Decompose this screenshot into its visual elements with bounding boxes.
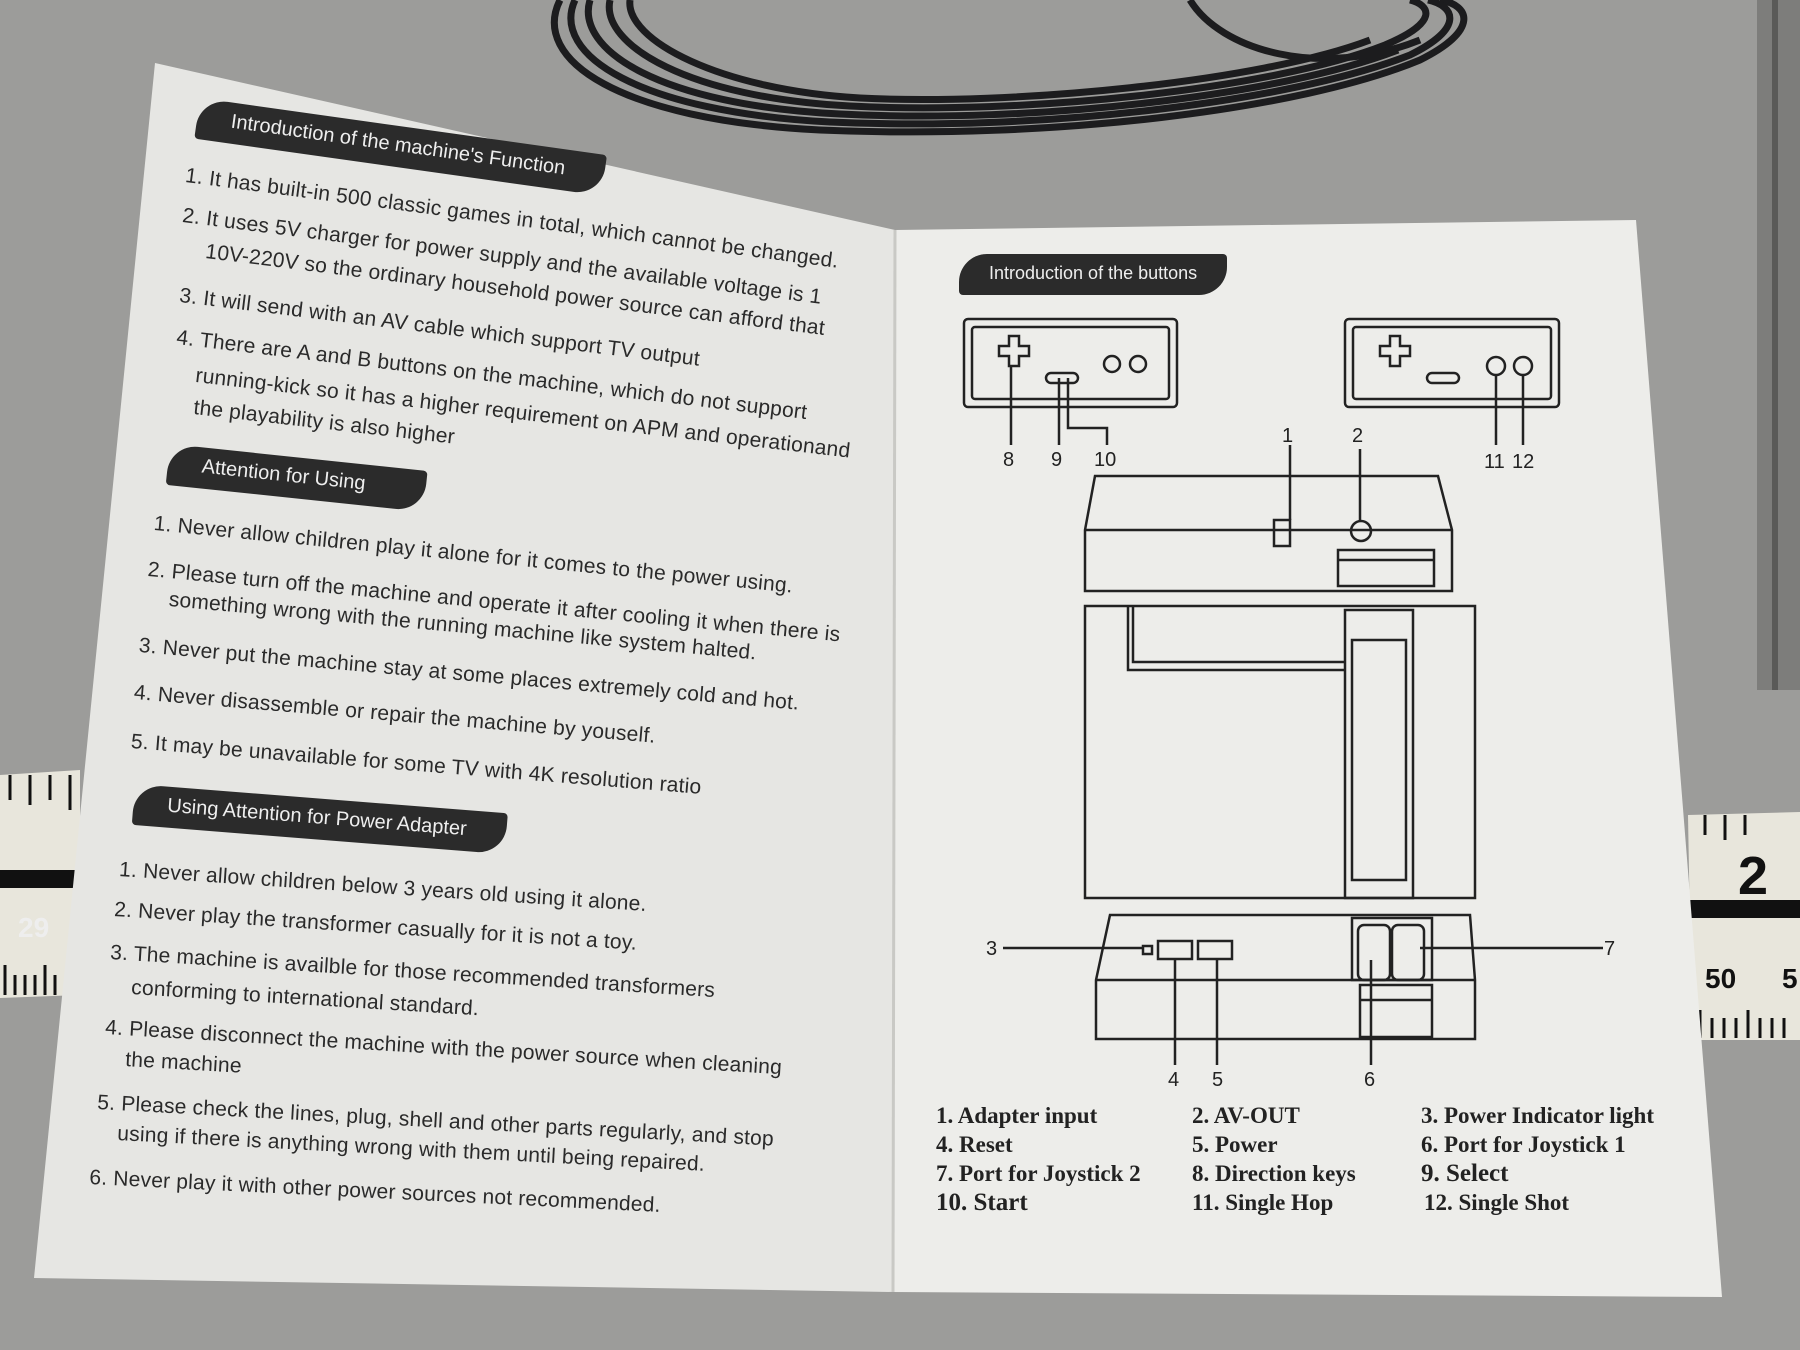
callout-11: 11 — [1484, 451, 1505, 473]
right-ruler — [1688, 812, 1800, 1040]
legend-item: 12. Single Shot — [1424, 1190, 1570, 1215]
console-box-edge — [1757, 0, 1800, 690]
ruler-mark: 2 — [1738, 846, 1769, 906]
callout-5: 5 — [1212, 1069, 1223, 1091]
callout-9: 9 — [1051, 449, 1062, 471]
callout-10: 10 — [1094, 449, 1116, 471]
callout-8: 8 — [1003, 449, 1014, 471]
callout-3: 3 — [986, 938, 997, 960]
legend-item: 1. Adapter input — [936, 1103, 1098, 1128]
callout-1: 1 — [1282, 425, 1293, 447]
legend-item: 8. Direction keys — [1192, 1161, 1356, 1186]
legend-item: 6. Port for Joystick 1 — [1421, 1132, 1626, 1157]
callout-4: 4 — [1168, 1069, 1179, 1091]
controller-diagram-2 — [1343, 317, 1561, 445]
left-ruler — [0, 770, 80, 998]
section-header-buttons: Introduction of the buttons — [959, 254, 1228, 295]
legend-item: 2. AV-OUT — [1192, 1103, 1300, 1128]
callout-labels: 1 2 3 4 5 6 7 8 9 10 11 12 — [986, 425, 1615, 1091]
callout-2: 2 — [1352, 425, 1363, 447]
callout-12: 12 — [1512, 451, 1534, 473]
legend-item: 5. Power — [1192, 1132, 1278, 1157]
av-cable — [551, 0, 1468, 136]
console-front-view — [1003, 913, 1603, 1065]
ruler-mark: 50 — [1705, 963, 1737, 994]
right-page — [893, 220, 1722, 1297]
left-page — [34, 63, 895, 1292]
legend-item: 9. Select — [1421, 1160, 1509, 1187]
legend-item: 4. Reset — [936, 1132, 1013, 1157]
legend-item: 10. Start — [936, 1189, 1028, 1216]
ruler-mark: 29 — [18, 912, 50, 943]
ruler-mark: 5 — [1782, 963, 1798, 994]
console-top-view — [1083, 604, 1477, 900]
legend-item: 7. Port for Joystick 2 — [936, 1161, 1141, 1186]
controller-diagram-1 — [962, 317, 1179, 445]
console-back-view — [1083, 445, 1454, 593]
legend-item: 3. Power Indicator light — [1421, 1103, 1654, 1128]
callout-7: 7 — [1604, 938, 1615, 960]
callout-6: 6 — [1364, 1069, 1375, 1091]
legend-item: 11. Single Hop — [1192, 1190, 1334, 1215]
